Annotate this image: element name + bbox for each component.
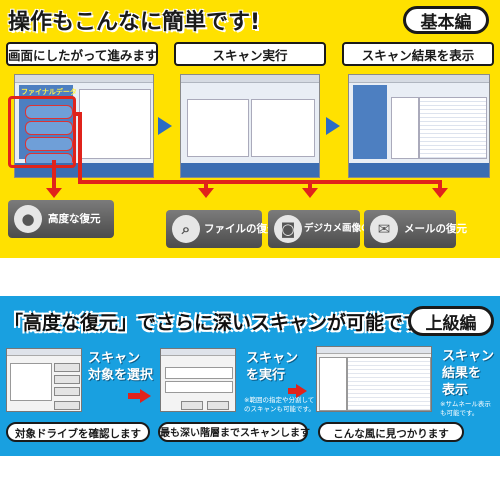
menu-button-3 — [25, 137, 73, 151]
step-text-line: スキャン — [246, 351, 299, 366]
note-line: のスキャンも可能です。 — [244, 405, 315, 413]
screenshot-drive-select — [6, 348, 82, 412]
feature-camera-restore: ◙ デジカメ画像の復元 — [268, 210, 390, 248]
arrow-down-icon — [46, 188, 62, 198]
basic-title: 操作もこんなに簡単です! — [8, 10, 261, 35]
arrow-down-icon — [302, 188, 318, 198]
arrow-stem — [288, 388, 298, 394]
step-text-line: スキャン — [88, 351, 141, 366]
step-text-line: 結果を — [442, 366, 482, 381]
app-sidebar — [353, 85, 387, 159]
folder-tree — [319, 357, 347, 411]
connector-line — [308, 180, 312, 190]
advanced-title: 「高度な復元」でさらに深いスキャンが可能です。 — [4, 312, 440, 334]
connector-line — [78, 180, 442, 184]
connector-line — [74, 112, 80, 116]
file-list-panel — [419, 97, 487, 159]
arrow-down-icon — [198, 188, 214, 198]
basic-badge: 基本編 — [403, 6, 489, 34]
step-show-results-advanced: スキャン 結果を 表示 — [442, 348, 494, 399]
screenshot-results — [348, 74, 490, 178]
dialog-button — [54, 387, 80, 396]
arrow-stem — [128, 393, 142, 399]
content-panel — [79, 89, 151, 159]
menu-button-1 — [25, 105, 73, 119]
step-text-line: スキャン — [442, 349, 495, 364]
range-end-field — [165, 381, 233, 393]
step-select-target: スキャン 対象を選択 — [88, 350, 153, 384]
note-line: ※範囲の指定や分割して — [244, 396, 315, 404]
window-footer — [181, 163, 319, 177]
step-note: ※サムネール表示 も可能です。 — [440, 400, 491, 418]
step-text-line: を実行 — [246, 368, 286, 383]
step-run-scan: スキャン実行 — [174, 42, 326, 66]
note-line: も可能です。 — [440, 409, 479, 417]
range-start-field — [165, 367, 233, 379]
arrow-down-icon — [432, 188, 448, 198]
connector-line — [438, 180, 442, 190]
feature-advanced-restore: ● 高度な復元 — [8, 200, 114, 238]
step-show-results: スキャン結果を表示 — [342, 42, 494, 66]
dialog-button — [54, 401, 80, 410]
step-follow-screen: 画面にしたがって進みます — [6, 42, 158, 66]
connector-line — [78, 112, 82, 182]
scan-list-panel — [187, 99, 249, 157]
window-titlebar — [7, 349, 81, 356]
window-titlebar — [181, 75, 319, 83]
window-footer — [349, 163, 489, 177]
folder-tree-panel — [391, 97, 419, 159]
caption-check-drive: 対象ドライブを確認します — [6, 422, 150, 442]
step-run-scan-advanced: スキャン を実行 — [246, 350, 298, 384]
step-text-line: 表示 — [442, 383, 469, 398]
window-titlebar — [15, 75, 153, 83]
window-titlebar — [317, 347, 431, 354]
magnifier-icon: ⌕ — [172, 215, 200, 243]
person-icon: ● — [14, 205, 42, 233]
menu-button-2 — [25, 121, 73, 135]
arrow-right-icon — [296, 384, 307, 398]
window-titlebar — [349, 75, 489, 83]
arrow-right-icon — [158, 117, 172, 135]
scan-info-panel — [251, 99, 315, 157]
window-titlebar — [161, 349, 235, 356]
caption-deep-scan: 最も深い階層までスキャンします — [158, 422, 310, 442]
app-logo: ファイナルデータ — [21, 88, 77, 96]
menu-highlight — [8, 96, 76, 168]
screenshot-scan-range — [160, 348, 236, 412]
step-text-line: 対象を選択 — [88, 368, 154, 383]
screenshot-scan — [180, 74, 320, 178]
envelope-icon: ✉ — [370, 215, 398, 243]
dialog-button — [54, 375, 80, 384]
screenshot-results-list — [316, 346, 432, 412]
step-note: ※範囲の指定や分割して のスキャンも可能です。 — [244, 396, 315, 414]
connector-line — [204, 180, 208, 190]
arrow-right-icon — [140, 389, 151, 403]
arrow-right-icon — [326, 117, 340, 135]
feature-file-restore: ⌕ ファイルの復元 — [166, 210, 278, 248]
feature-label: 高度な復元 — [48, 213, 101, 225]
feature-label: ファイルの復元 — [204, 223, 278, 235]
camera-icon: ◙ — [274, 215, 302, 243]
feature-mail-restore: ✉ メールの復元 — [364, 210, 467, 248]
dialog-button — [207, 401, 229, 410]
feature-label: デジカメ画像の復元 — [304, 223, 390, 234]
advanced-badge: 上級編 — [408, 306, 494, 336]
caption-found-results: こんな風に見つかります — [318, 422, 464, 442]
drive-list — [10, 363, 52, 401]
note-line: ※サムネール表示 — [440, 400, 491, 408]
feature-label: メールの復元 — [404, 223, 467, 235]
dialog-button — [181, 401, 203, 410]
file-list — [347, 357, 431, 411]
dialog-button — [54, 363, 80, 372]
connector-line — [52, 160, 56, 190]
